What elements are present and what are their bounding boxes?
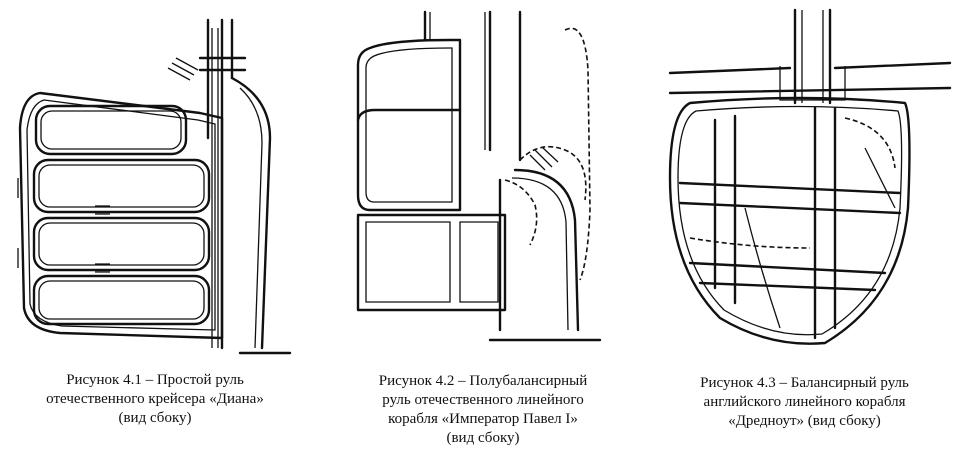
figure-caption: Рисунок 4.2 – Полубалансирный руль отече… (378, 373, 588, 446)
figure-4-2: Рисунок 4.2 – Полубалансирный руль отече… (330, 0, 630, 464)
rudder-pavel-drawing (356, 10, 602, 342)
figure-4-3: Рисунок 4.3 – Балансирный руль английско… (650, 0, 959, 464)
figure-4-1: Рисунок 4.1 – Простой руль отечественног… (0, 0, 300, 464)
figure-caption: Рисунок 4.1 – Простой руль отечественног… (46, 372, 264, 426)
figure-caption: Рисунок 4.3 – Балансирный руль английско… (700, 375, 909, 429)
rudder-diana-drawing (17, 18, 292, 355)
rudder-dreadnought-drawing (668, 8, 952, 345)
